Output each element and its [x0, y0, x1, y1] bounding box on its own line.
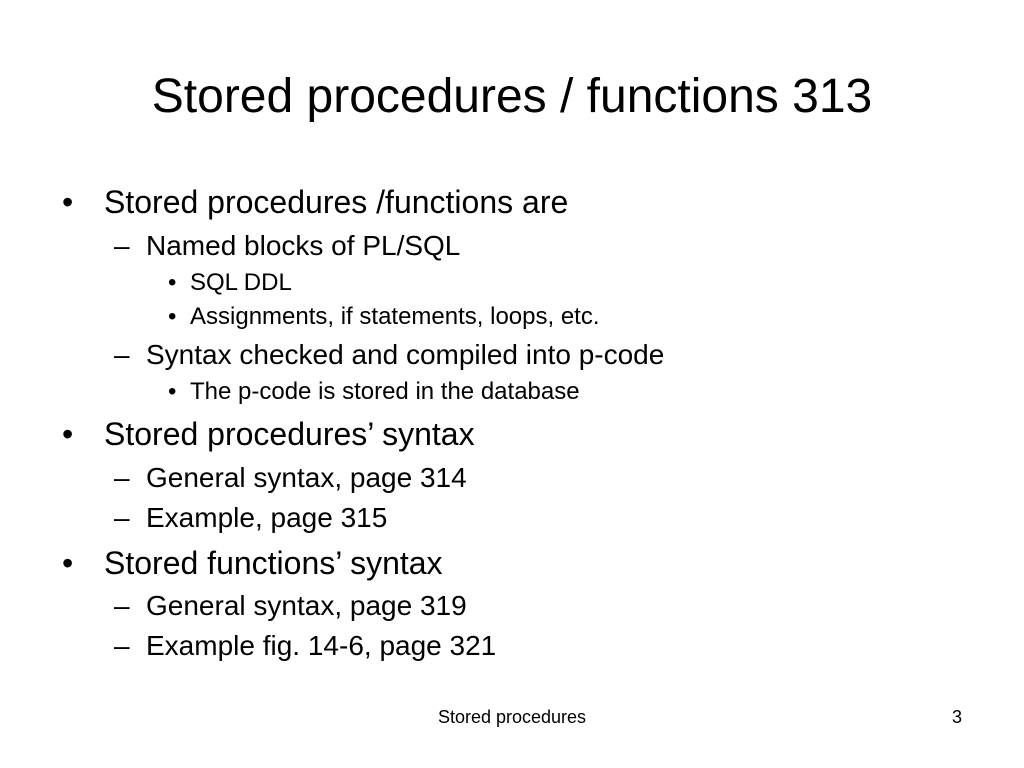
bullet-text: Example, page 315	[146, 502, 388, 533]
dash-marker: –	[114, 630, 130, 661]
bullet-text: General syntax, page 314	[146, 462, 467, 493]
dash-marker: –	[114, 462, 130, 493]
bullet-text: Stored functions’ syntax	[104, 545, 443, 581]
dash-marker: –	[114, 502, 130, 533]
bullet-text: Stored procedures /functions are	[104, 184, 569, 220]
bullet-marker: •	[62, 545, 74, 581]
bullet-marker: •	[62, 184, 74, 220]
bullet-marker: •	[62, 416, 74, 452]
slide-footer: Stored procedures	[437, 707, 587, 727]
dash-marker: –	[114, 590, 130, 621]
bullet-marker: •	[168, 269, 177, 296]
dash-marker: –	[114, 230, 130, 261]
bullet-text: Example fig. 14-6, page 321	[146, 630, 497, 661]
bullet-text: The p-code is stored in the database	[190, 378, 580, 405]
bullet-marker: •	[168, 303, 177, 330]
slide-title: Stored procedures / functions 313	[151, 70, 873, 123]
bullet-text: Stored procedures’ syntax	[104, 416, 475, 452]
bullet-text: SQL DDL	[190, 269, 292, 296]
bullet-text: General syntax, page 319	[146, 590, 467, 621]
bullet-text: Assignments, if statements, loops, etc.	[190, 303, 600, 330]
bullet-text: Named blocks of PL/SQL	[146, 230, 461, 261]
page-number: 3	[951, 707, 962, 727]
bullet-marker: •	[168, 378, 177, 405]
bullet-text: Syntax checked and compiled into p-code	[146, 339, 665, 370]
dash-marker: –	[114, 339, 130, 370]
